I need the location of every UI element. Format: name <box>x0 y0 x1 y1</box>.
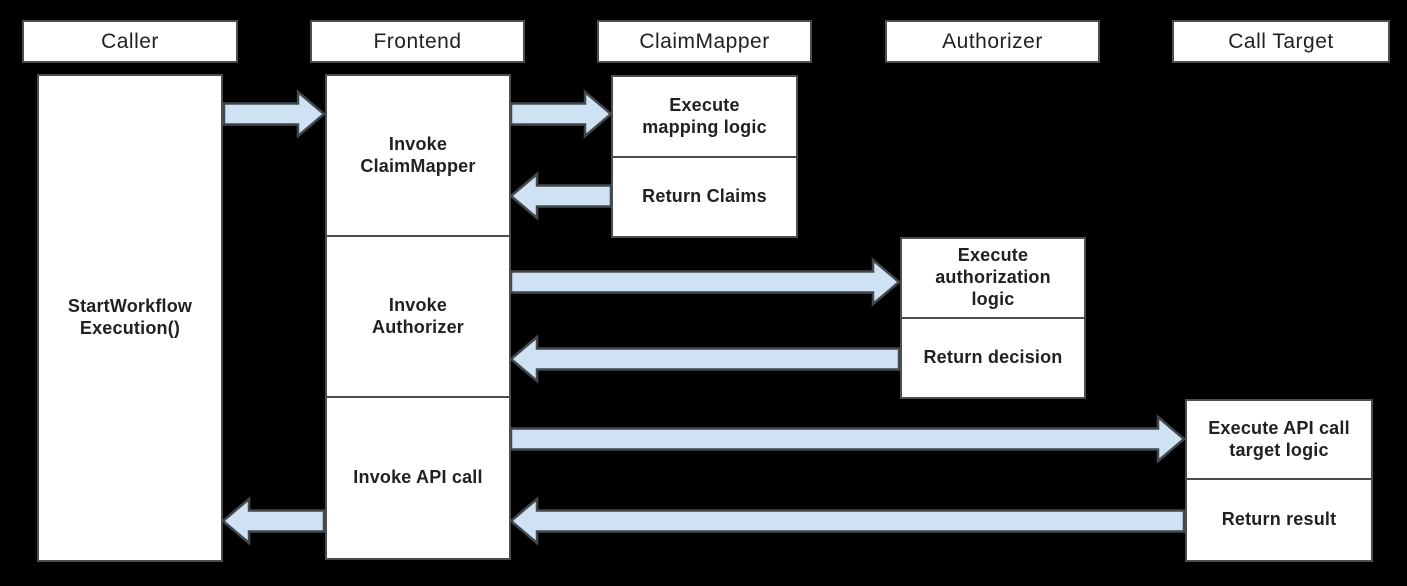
caller-activation-box: StartWorkflow Execution() <box>37 74 223 562</box>
arrow-call-target-to-frontend <box>509 496 1186 546</box>
activation-label: StartWorkflow Execution() <box>67 296 193 338</box>
arrow-claimmapper-to-frontend <box>509 171 613 221</box>
claimmapper-execute-mapping-box: Execute mapping logic <box>611 75 798 158</box>
lifeline-header-claimmapper: ClaimMapper <box>597 20 812 63</box>
frontend-invoke-claimmapper-box: Invoke ClaimMapper <box>325 74 511 237</box>
arrow-caller-to-frontend <box>222 89 326 139</box>
arrow-frontend-to-authorizer <box>509 257 901 307</box>
activation-label: Return result <box>1221 509 1337 530</box>
arrow-frontend-to-call-target <box>509 414 1186 464</box>
activation-label: Return Claims <box>642 186 767 207</box>
activation-label: Execute API call target logic <box>1208 417 1350 460</box>
lifeline-label: Authorizer <box>942 29 1043 53</box>
lifeline-label: ClaimMapper <box>639 29 770 53</box>
lifeline-header-caller: Caller <box>22 20 238 63</box>
arrow-frontend-to-caller <box>221 496 326 546</box>
call-target-execute-api-box: Execute API call target logic <box>1185 399 1373 480</box>
activation-label: Invoke ClaimMapper <box>360 133 476 176</box>
lifeline-label: Call Target <box>1228 29 1334 53</box>
activation-label: Return decision <box>923 347 1063 368</box>
activation-label: Execute mapping logic <box>642 94 767 137</box>
lifeline-header-frontend: Frontend <box>310 20 525 63</box>
lifeline-label: Caller <box>101 29 159 53</box>
frontend-invoke-authorizer-box: Invoke Authorizer <box>325 235 511 398</box>
arrow-frontend-to-claimmapper <box>509 89 613 139</box>
lifeline-label: Frontend <box>373 29 462 53</box>
claimmapper-return-claims-box: Return Claims <box>611 156 798 238</box>
arrow-authorizer-to-frontend <box>509 334 901 384</box>
frontend-invoke-api-call-box: Invoke API call <box>325 396 511 560</box>
activation-label: Invoke Authorizer <box>372 294 464 337</box>
activation-label: Execute authorization logic <box>935 245 1051 309</box>
lifeline-header-call-target: Call Target <box>1172 20 1390 63</box>
authorizer-return-decision-box: Return decision <box>900 317 1086 399</box>
activation-label: Invoke API call <box>353 467 483 488</box>
lifeline-header-authorizer: Authorizer <box>885 20 1100 63</box>
call-target-return-result-box: Return result <box>1185 478 1373 562</box>
authorizer-execute-authorization-box: Execute authorization logic <box>900 237 1086 319</box>
